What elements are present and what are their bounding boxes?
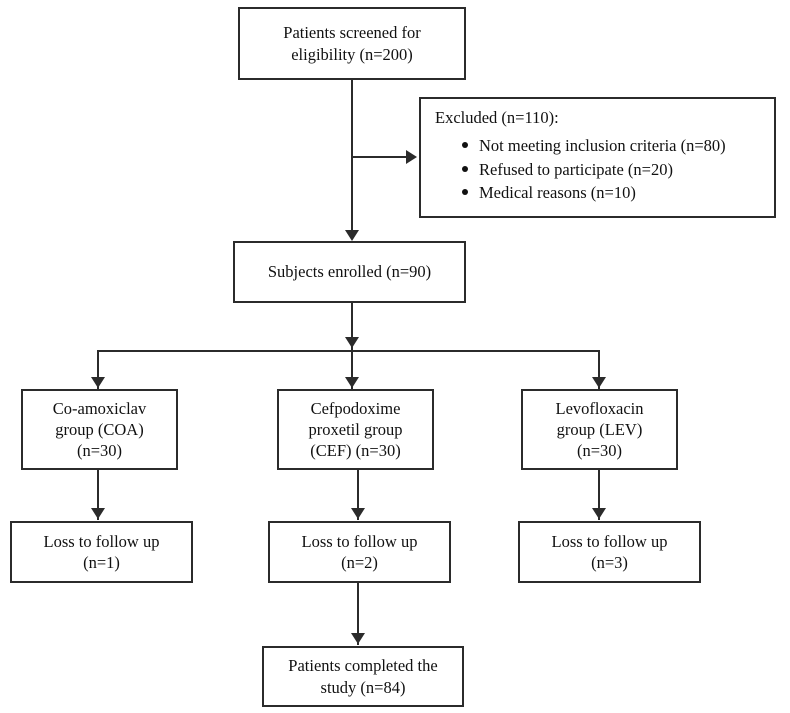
arrowhead-split-to-coa xyxy=(91,377,105,388)
arrowhead-lev-to-loss xyxy=(592,508,606,519)
node-group-cef-line-1: Cefpodoxime xyxy=(310,398,401,418)
connector-lev-to-loss xyxy=(598,470,600,520)
node-group-coa-line-3: (n=30) xyxy=(76,441,123,461)
node-loss-lev: Loss to follow up (n=3) xyxy=(518,521,701,583)
node-excluded: Excluded (n=110): Not meeting inclusion … xyxy=(419,97,776,218)
node-group-coa: Co-amoxiclav group (COA) (n=30) xyxy=(21,389,178,470)
arrowhead-screened-to-enrolled xyxy=(345,230,359,241)
arrowhead-split-to-cef xyxy=(345,377,359,388)
node-excluded-bullet-1: Not meeting inclusion criteria (n=80) xyxy=(462,134,764,157)
connector-enrolled-to-split xyxy=(351,303,353,351)
node-patients-screened-line-1: Patients screened for xyxy=(283,23,421,43)
node-group-lev-line-3: (n=30) xyxy=(576,441,623,461)
node-excluded-bullet-list: Not meeting inclusion criteria (n=80) Re… xyxy=(433,134,764,204)
node-group-cef: Cefpodoxime proxetil group (CEF) (n=30) xyxy=(277,389,434,470)
node-excluded-bullet-2: Refused to participate (n=20) xyxy=(462,158,764,181)
node-patients-completed-line-2: study (n=84) xyxy=(320,677,406,697)
connector-cef-to-loss xyxy=(357,470,359,520)
connector-coa-to-loss xyxy=(97,470,99,520)
arrowhead-cef-to-loss xyxy=(351,508,365,519)
connector-to-excluded xyxy=(352,156,408,158)
node-group-cef-line-3: (CEF) (n=30) xyxy=(310,441,401,461)
node-excluded-bullet-3: Medical reasons (n=10) xyxy=(462,181,764,204)
arrowhead-loss-to-completed xyxy=(351,633,365,644)
arrowhead-enrolled-to-split xyxy=(345,337,359,348)
connector-split-bar xyxy=(97,350,600,352)
node-loss-coa: Loss to follow up (n=1) xyxy=(10,521,193,583)
node-loss-lev-line-1: Loss to follow up xyxy=(551,531,668,551)
node-loss-coa-line-2: (n=1) xyxy=(83,553,120,572)
node-loss-lev-line-2: (n=3) xyxy=(591,553,628,572)
arrowhead-split-to-lev xyxy=(592,377,606,388)
node-group-lev-line-2: group (LEV) xyxy=(556,419,643,439)
arrowhead-to-excluded xyxy=(406,150,417,164)
connector-split-to-coa xyxy=(97,350,99,389)
node-patients-completed-line-1: Patients completed the xyxy=(288,656,438,676)
node-patients-completed: Patients completed the study (n=84) xyxy=(262,646,464,707)
arrowhead-coa-to-loss xyxy=(91,508,105,519)
node-loss-cef-line-2: (n=2) xyxy=(341,553,378,572)
connector-loss-to-completed xyxy=(357,583,359,645)
node-group-coa-line-2: group (COA) xyxy=(55,419,144,439)
node-subjects-enrolled: Subjects enrolled (n=90) xyxy=(233,241,466,303)
connector-split-to-lev xyxy=(598,350,600,389)
node-group-lev: Levofloxacin group (LEV) (n=30) xyxy=(521,389,678,470)
node-patients-screened: Patients screened for eligibility (n=200… xyxy=(238,7,466,80)
node-loss-cef-line-1: Loss to follow up xyxy=(301,531,418,551)
connector-split-to-cef xyxy=(351,350,353,389)
node-excluded-title: Excluded (n=110): xyxy=(435,108,559,127)
node-group-cef-line-2: proxetil group xyxy=(308,419,403,439)
node-patients-screened-line-2: eligibility (n=200) xyxy=(291,44,413,64)
node-group-coa-line-1: Co-amoxiclav xyxy=(52,398,147,418)
node-subjects-enrolled-line-1: Subjects enrolled (n=90) xyxy=(267,262,432,282)
node-group-lev-line-1: Levofloxacin xyxy=(555,398,644,418)
node-loss-cef: Loss to follow up (n=2) xyxy=(268,521,451,583)
node-loss-coa-line-1: Loss to follow up xyxy=(43,531,160,551)
